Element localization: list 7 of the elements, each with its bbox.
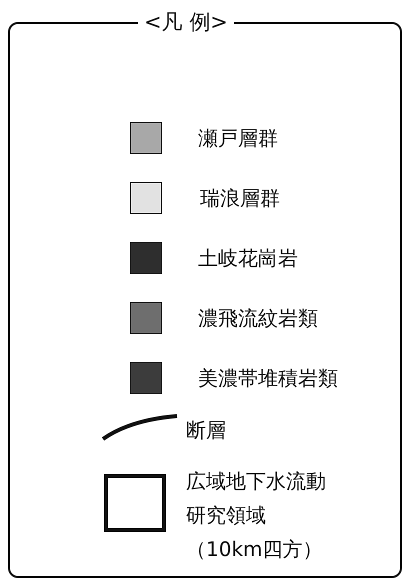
legend-label: 土岐花崗岩	[198, 245, 298, 272]
legend-label: 広域地下水流動研究領域（10km四方）	[186, 468, 327, 563]
legend-label: 美濃帯堆積岩類	[198, 365, 338, 392]
legend-label: 瀬戸層群	[198, 125, 278, 152]
legend-label: 濃飛流紋岩類	[198, 305, 318, 332]
legend-label: 瑞浪層群	[200, 185, 280, 212]
legend-label: 断層	[186, 417, 226, 444]
